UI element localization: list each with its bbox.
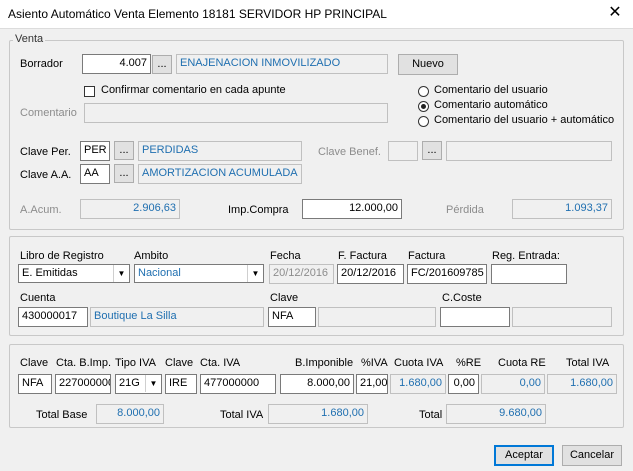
- cuenta-input[interactable]: 430000017: [18, 307, 88, 327]
- ccoste-input[interactable]: [440, 307, 510, 327]
- clave-per-input[interactable]: PER: [80, 141, 110, 161]
- iva-row-clave[interactable]: NFA: [18, 374, 52, 394]
- clave-benef-description: [446, 141, 612, 161]
- total-base-value: 8.000,00: [96, 404, 164, 424]
- total-label: Total: [419, 409, 443, 421]
- regentrada-input[interactable]: [491, 264, 567, 284]
- radio-comentario-automatico-label: Comentario automático: [434, 99, 548, 111]
- iva-row-pre[interactable]: 0,00: [448, 374, 479, 394]
- aacum-value: 2.906,63: [80, 199, 180, 219]
- radio-comentario-ambos-label: Comentario del usuario + automático: [434, 114, 615, 126]
- ffactura-input[interactable]: 20/12/2016: [337, 264, 404, 284]
- cuenta-description: Boutique La Silla: [90, 307, 264, 327]
- title-bar: Asiento Automático Venta Elemento 18181 …: [0, 0, 633, 29]
- registro-group: [9, 236, 624, 336]
- chevron-down-icon: ▼: [247, 265, 263, 282]
- total-value: 9.680,00: [446, 404, 546, 424]
- iva-row-bimponible[interactable]: 8.000,00: [280, 374, 354, 394]
- iva-header-cta-bimp: Cta. B.Imp.: [56, 357, 112, 369]
- window-title: Asiento Automático Venta Elemento 18181 …: [8, 7, 387, 21]
- clave-label: Clave: [270, 292, 299, 304]
- radio-comentario-usuario-label: Comentario del usuario: [434, 84, 548, 96]
- fecha-value: 20/12/2016: [269, 264, 334, 284]
- impcompra-input[interactable]: 12.000,00: [302, 199, 402, 219]
- aceptar-button[interactable]: Aceptar: [494, 445, 554, 466]
- radio-selected-dot: [421, 104, 426, 109]
- chevron-down-icon: ▼: [113, 265, 129, 282]
- ccoste-description: [512, 307, 612, 327]
- borrador-input[interactable]: 4.007: [82, 54, 151, 74]
- perdida-value: 1.093,37: [512, 199, 612, 219]
- iva-row-tipo-iva-value: 21G: [119, 377, 140, 389]
- iva-header-cta-iva: Cta. IVA: [200, 357, 241, 369]
- ccoste-label: C.Coste: [442, 292, 482, 304]
- confirmar-label: Confirmar comentario en cada apunte: [101, 84, 286, 96]
- iva-row-clave2[interactable]: IRE: [165, 374, 197, 394]
- iva-header-clave2: Clave: [165, 357, 194, 369]
- aacum-label: A.Acum.: [20, 204, 62, 216]
- iva-row-cuota-re: 0,00: [481, 374, 545, 394]
- clave-benef-input[interactable]: [388, 141, 418, 161]
- factura-label: Factura: [408, 250, 446, 262]
- radio-comentario-automatico[interactable]: [418, 101, 429, 112]
- impcompra-label: Imp.Compra: [228, 204, 289, 216]
- clave-per-description: PERDIDAS: [138, 141, 302, 161]
- iva-header-bimponible: B.Imponible: [295, 357, 354, 369]
- libro-label: Libro de Registro: [20, 250, 104, 262]
- clave-benef-lookup-button[interactable]: ...: [422, 141, 442, 160]
- iva-row-cta-bimp[interactable]: 227000000: [55, 374, 111, 394]
- clave-description: [318, 307, 436, 327]
- ffactura-label: F. Factura: [338, 250, 387, 262]
- clave-input[interactable]: NFA: [268, 307, 316, 327]
- clave-benef-label: Clave Benef.: [318, 146, 381, 158]
- libro-select-value: E. Emitidas: [22, 267, 78, 279]
- iva-header-total-iva: Total IVA: [566, 357, 610, 369]
- comentario-label: Comentario: [20, 107, 77, 119]
- clave-aa-lookup-button[interactable]: ...: [114, 164, 134, 183]
- borrador-lookup-button[interactable]: ...: [152, 55, 172, 74]
- iva-header-cuota-iva: Cuota IVA: [394, 357, 444, 369]
- borrador-description: ENAJENACION INMOVILIZADO: [176, 54, 388, 74]
- confirmar-checkbox[interactable]: [84, 86, 95, 97]
- libro-select[interactable]: E. Emitidas ▼: [18, 264, 130, 283]
- iva-row-total-iva: 1.680,00: [547, 374, 617, 394]
- factura-input[interactable]: FC/201609785: [407, 264, 487, 284]
- venta-group: [9, 40, 624, 230]
- ambito-label: Ambito: [134, 250, 169, 262]
- total-base-label: Total Base: [36, 409, 88, 421]
- iva-group: [9, 344, 624, 428]
- iva-header-cuota-re: Cuota RE: [498, 357, 546, 369]
- iva-header-pre: %RE: [456, 357, 482, 369]
- iva-header-clave: Clave: [20, 357, 49, 369]
- perdida-label: Pérdida: [446, 204, 484, 216]
- radio-comentario-ambos[interactable]: [418, 116, 429, 127]
- clave-aa-description: AMORTIZACION ACUMULADA: [138, 164, 302, 184]
- ambito-select[interactable]: Nacional ▼: [134, 264, 264, 283]
- clave-per-label: Clave Per.: [20, 146, 71, 158]
- clave-per-lookup-button[interactable]: ...: [114, 141, 134, 160]
- fecha-label: Fecha: [270, 250, 301, 262]
- clave-aa-input[interactable]: AA: [80, 164, 110, 184]
- ambito-select-value: Nacional: [138, 267, 181, 279]
- iva-header-tipo-iva: Tipo IVA: [115, 357, 156, 369]
- nuevo-button[interactable]: Nuevo: [398, 54, 458, 75]
- regentrada-label: Reg. Entrada:: [492, 250, 560, 262]
- venta-legend: Venta: [13, 33, 46, 45]
- iva-row-cuota-iva: 1.680,00: [390, 374, 446, 394]
- iva-row-piva[interactable]: 21,00: [356, 374, 388, 394]
- total-iva-value: 1.680,00: [268, 404, 368, 424]
- radio-comentario-usuario[interactable]: [418, 86, 429, 97]
- total-iva-label: Total IVA: [220, 409, 264, 421]
- chevron-down-icon: ▼: [145, 375, 161, 392]
- close-icon[interactable]: ✕: [608, 4, 622, 21]
- cuenta-label: Cuenta: [20, 292, 56, 304]
- iva-header-piva: %IVA: [361, 357, 388, 369]
- cancelar-button[interactable]: Cancelar: [562, 445, 622, 466]
- clave-aa-label: Clave A.A.: [20, 169, 72, 181]
- comentario-input[interactable]: [84, 103, 388, 123]
- iva-row-tipo-iva-select[interactable]: 21G ▼: [115, 374, 162, 394]
- iva-row-cta-iva[interactable]: 477000000: [200, 374, 276, 394]
- borrador-label: Borrador: [20, 58, 63, 70]
